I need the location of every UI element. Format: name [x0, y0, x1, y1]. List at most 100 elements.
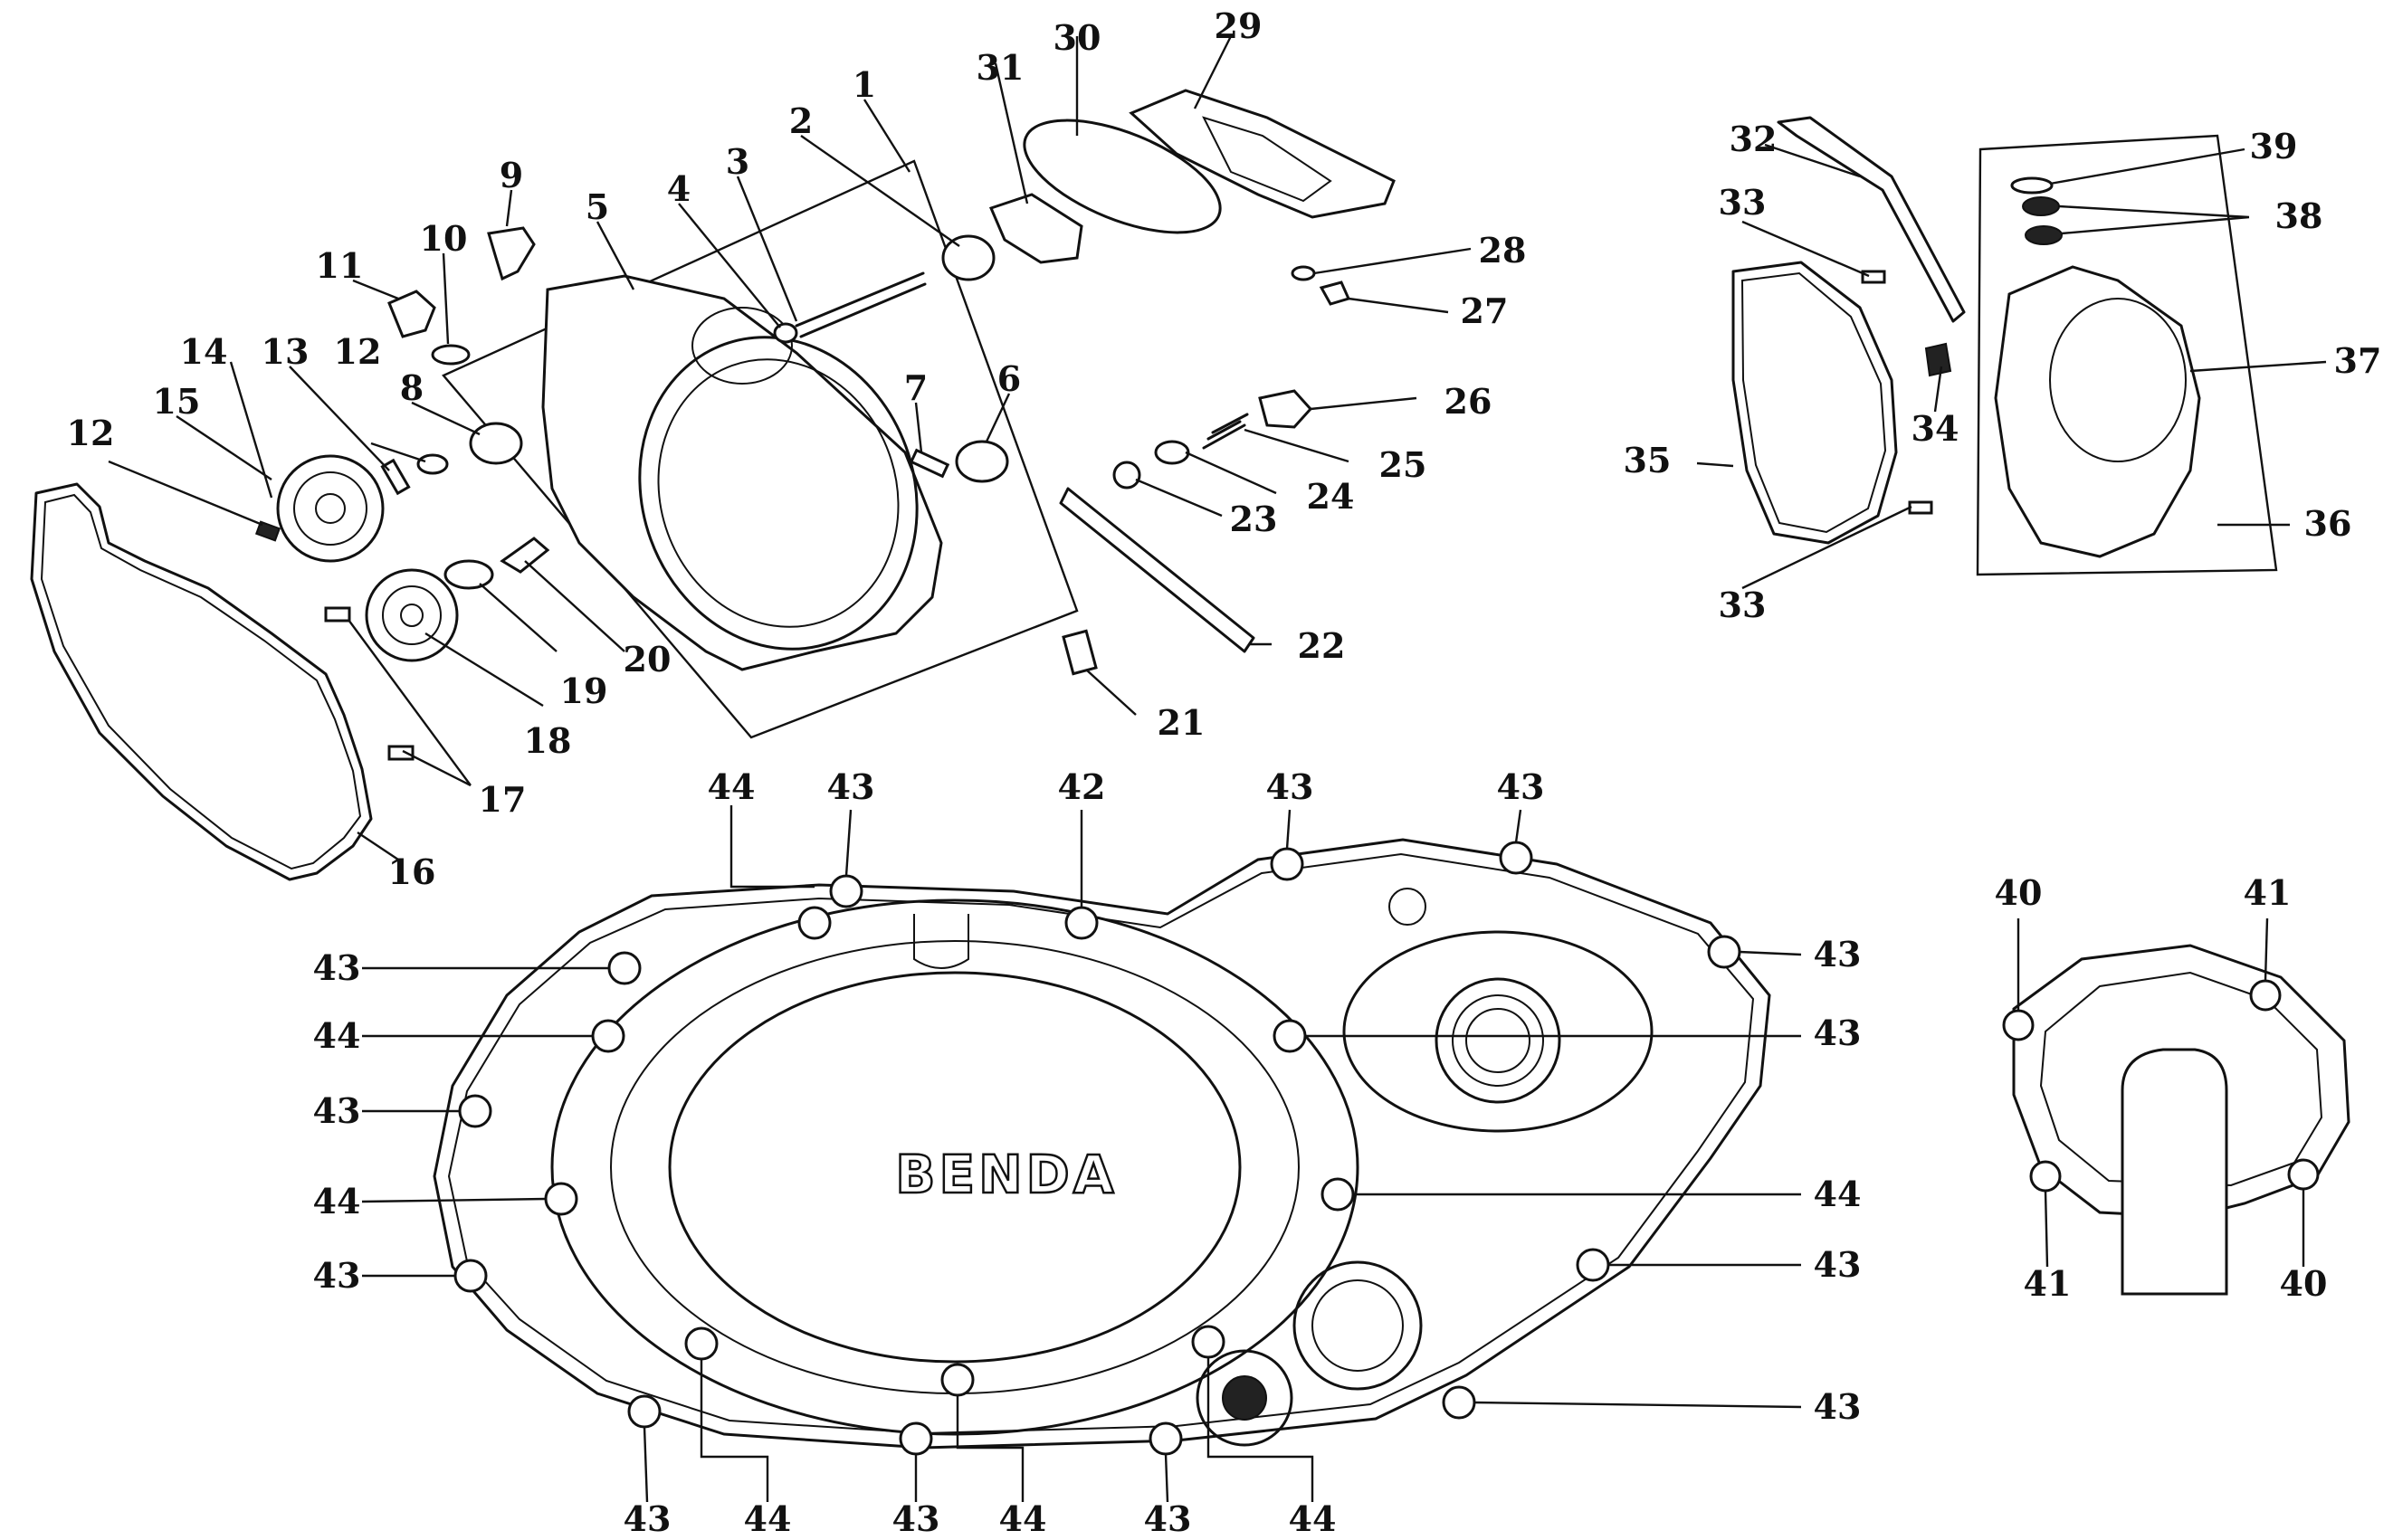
spring-34 [1924, 342, 1952, 377]
drain-plug [1196, 1349, 1293, 1447]
callout-14: 14 [180, 331, 228, 372]
callout-13: 13 [262, 331, 310, 372]
key-17a [324, 606, 351, 623]
callout-43-right-1: 43 [1814, 934, 1862, 974]
callout-26: 26 [1444, 381, 1492, 422]
callout-44-top: 44 [708, 766, 756, 807]
shift-shaft-32 [1777, 116, 1966, 323]
callout-43-right-0: 43 [1814, 1012, 1862, 1053]
callout-5: 5 [586, 186, 609, 227]
callout-27: 27 [1461, 290, 1509, 331]
callout-43-left-1: 43 [313, 947, 361, 988]
callout-25: 25 [1379, 444, 1427, 485]
callout-38: 38 [2275, 195, 2323, 236]
seal-6 [955, 440, 1009, 483]
gear-15 [276, 454, 385, 563]
ignition-cover-37 [1994, 265, 2201, 558]
clutch-cover-outline [433, 838, 1771, 1450]
callout-41-top: 41 [2244, 872, 2292, 913]
oring-39 [2010, 176, 2054, 195]
callout-17: 17 [479, 779, 527, 820]
callout-11: 11 [316, 245, 364, 286]
bolt-20 [500, 537, 550, 574]
callout-33-lower: 33 [1719, 585, 1767, 625]
callout-40-bottom: 40 [2280, 1263, 2328, 1304]
callout-43-top-1: 43 [827, 766, 875, 807]
callout-43-top-2: 43 [1266, 766, 1314, 807]
callout-28: 28 [1479, 230, 1527, 271]
callout-7: 7 [904, 367, 928, 408]
group-frame-36 [1976, 134, 2278, 576]
benda-logo-text: BENDA [895, 1144, 1117, 1205]
callout-44-right-1: 44 [1814, 1174, 1862, 1214]
callout-44-bottom-2: 44 [999, 1498, 1047, 1539]
callout-20: 20 [624, 639, 672, 680]
washer-28 [1291, 265, 1316, 281]
clutch-cover-body-5 [541, 274, 943, 671]
key-17b [387, 745, 415, 761]
pump-cover-assembled [2002, 944, 2350, 1296]
ring-24 [1154, 440, 1190, 465]
callout-41-bottom: 41 [2024, 1263, 2072, 1304]
shaft-3 [795, 271, 925, 328]
callout-6: 6 [997, 358, 1021, 399]
callout-32: 32 [1730, 119, 1778, 159]
callout-15: 15 [153, 381, 201, 422]
seal-38a [2022, 196, 2060, 216]
pin-33a [1861, 270, 1886, 284]
callout-24: 24 [1307, 476, 1355, 517]
seal-38b [2025, 225, 2063, 245]
ignition-cover-group [1731, 116, 2278, 576]
callout-42: 42 [1058, 766, 1106, 807]
callout-4: 4 [667, 168, 691, 209]
clutch-dome [550, 898, 1359, 1436]
spring-25 [1202, 413, 1249, 450]
callout-18: 18 [524, 720, 572, 761]
washer-19 [443, 559, 494, 590]
callout-43-bottom-1: 43 [624, 1498, 672, 1539]
callout-8: 8 [400, 367, 424, 408]
callout-43-bottom-2: 43 [892, 1498, 940, 1539]
bracket-9 [487, 226, 536, 281]
callout-23: 23 [1230, 499, 1278, 539]
seal-2 [941, 234, 996, 281]
pin-7 [909, 448, 950, 479]
callout-9: 9 [500, 155, 523, 195]
bolt-27 [1319, 280, 1351, 306]
washer-10 [431, 344, 471, 366]
callout-1: 1 [853, 64, 876, 105]
gasket-35 [1731, 261, 1898, 545]
callout-37: 37 [2334, 340, 2382, 381]
callout-36: 36 [2304, 503, 2352, 544]
callout-43-left-2: 43 [313, 1090, 361, 1131]
gear-18 [365, 568, 459, 662]
bolt-26 [1258, 389, 1313, 429]
callout-33-upper: 33 [1719, 182, 1767, 223]
washer-12b [416, 453, 449, 475]
callout-44-bottom-1: 44 [744, 1498, 792, 1539]
callout-43-left-3: 43 [313, 1255, 361, 1296]
pipe-22 [1059, 487, 1255, 653]
callout-43-right-3: 43 [1814, 1386, 1862, 1427]
assembled-clutch-cover: BENDA [433, 838, 1771, 1456]
callout-31: 31 [977, 47, 1025, 88]
callout-3: 3 [726, 141, 749, 182]
ball-23 [1112, 461, 1141, 490]
callout-44-left-1: 44 [313, 1015, 361, 1056]
pin-33b [1908, 500, 1933, 515]
lever-11 [387, 290, 436, 338]
pin-12a [254, 520, 281, 542]
group-bracket-frame [442, 159, 1079, 739]
callout-22: 22 [1298, 625, 1346, 666]
callout-44-bottom-3: 44 [1289, 1498, 1337, 1539]
leader-lines [108, 35, 2327, 1503]
seal-4 [773, 322, 798, 344]
outer-gasket-16 [30, 482, 373, 881]
water-pump-housing [1342, 930, 1654, 1133]
callout-40-top: 40 [1995, 872, 2043, 913]
callout-34: 34 [1912, 408, 1959, 449]
oil-filter-cap [1292, 1260, 1423, 1391]
callout-35: 35 [1624, 440, 1672, 480]
pump-cover-29 [1129, 89, 1396, 219]
